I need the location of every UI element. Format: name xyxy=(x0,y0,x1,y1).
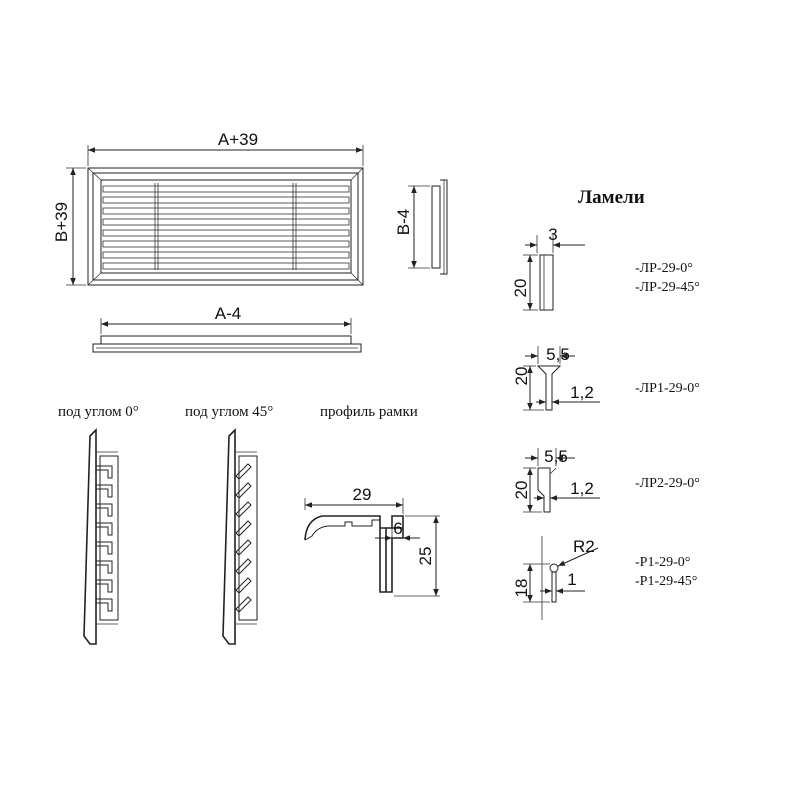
grille-front-view xyxy=(87,167,364,286)
frame-height-label: 25 xyxy=(416,547,435,566)
lamel-45-profile xyxy=(235,463,252,480)
lamel-slat xyxy=(102,218,350,226)
label-frame-profile: профиль рамки xyxy=(320,404,418,420)
lamel-0-profile xyxy=(95,579,113,593)
dim-width-label: A+39 xyxy=(218,130,258,149)
lamel-0-profile xyxy=(95,522,113,536)
dim-bottom-label: A-4 xyxy=(215,304,241,323)
lamel-slat xyxy=(102,251,350,259)
lamel-slat xyxy=(102,240,350,248)
lamel-lr-code-2: -ЛР-29-45° xyxy=(635,280,700,295)
lamel-lr-dim-height: 20 xyxy=(511,279,530,298)
grille-side-view: B-4 xyxy=(394,179,448,275)
lamel-lr1: 5,5 20 1,2 -ЛР1-29-0° xyxy=(512,345,700,411)
lamel-45-profile xyxy=(235,482,252,499)
lamel-slat xyxy=(102,262,350,270)
section-angle-45 xyxy=(222,428,258,645)
lamel-45-profile xyxy=(235,520,252,537)
lamel-0-profile xyxy=(95,484,113,498)
lamel-slat xyxy=(102,185,350,193)
dim-side-label: B-4 xyxy=(394,209,413,235)
dim-height-label: B+39 xyxy=(52,202,71,242)
frame-slot-label: 6 xyxy=(393,519,402,538)
lamel-45-profile xyxy=(235,577,252,594)
label-angle-45: под углом 45° xyxy=(185,404,273,420)
lamel-lr2-dim-top: 5,5 xyxy=(544,447,568,466)
lamel-slat xyxy=(102,196,350,204)
lamel-45-profile xyxy=(235,501,252,518)
label-angle-0: под углом 0° xyxy=(58,404,139,420)
dimension-width: A+39 xyxy=(87,130,364,166)
lamel-r1-dim-radius: R2 xyxy=(573,537,595,556)
lamel-0-profile xyxy=(95,465,113,479)
lamel-r1-code-1: -Р1-29-0° xyxy=(635,555,690,570)
lamel-lr1-dim-height: 20 xyxy=(512,367,531,386)
lamel-lr: 3 20 -ЛР-29-0° -ЛР-29-45° xyxy=(511,225,700,311)
lamel-0-profile xyxy=(95,560,113,574)
lamel-r1-dim-thickness: 1 xyxy=(567,570,576,589)
frame-profile: 29 6 25 xyxy=(304,485,440,597)
lamel-slat xyxy=(102,229,350,237)
frame-width-label: 29 xyxy=(353,485,372,504)
lamels-title: Ламели xyxy=(578,187,645,208)
grille-lamels xyxy=(102,185,350,270)
section-angle-0 xyxy=(83,428,119,645)
lamel-lr2-code-1: -ЛР2-29-0° xyxy=(635,476,700,491)
lamel-lr1-dim-thickness: 1,2 xyxy=(570,383,594,402)
dimension-height: B+39 xyxy=(52,167,86,286)
lamel-0-profile xyxy=(95,503,113,517)
lamel-lr2: 5,5 20 1,2 -ЛР2-29-0° xyxy=(512,447,700,513)
lamel-lr-dim-thickness: 3 xyxy=(548,225,557,244)
lamel-45-profile xyxy=(235,596,252,613)
lamel-slat xyxy=(102,207,350,215)
lamel-lr1-dim-top: 5,5 xyxy=(546,345,570,364)
lamel-lr1-code-1: -ЛР1-29-0° xyxy=(635,381,700,396)
lamel-r1-dim-height: 18 xyxy=(512,579,531,598)
lamel-lr2-dim-thickness: 1,2 xyxy=(570,479,594,498)
grille-bottom-view: A-4 xyxy=(92,304,362,353)
lamel-r1-code-2: -Р1-29-45° xyxy=(635,574,697,589)
lamel-45-profile xyxy=(235,539,252,556)
lamel-lr-code-1: -ЛР-29-0° xyxy=(635,261,693,276)
lamel-r1: R2 18 1 -Р1-29-0° -Р1-29-45° xyxy=(512,536,697,620)
lamel-45-profile xyxy=(235,558,252,575)
lamel-0-profile xyxy=(95,598,113,612)
lamel-lr2-dim-height: 20 xyxy=(512,481,531,500)
lamel-0-profile xyxy=(95,541,113,555)
